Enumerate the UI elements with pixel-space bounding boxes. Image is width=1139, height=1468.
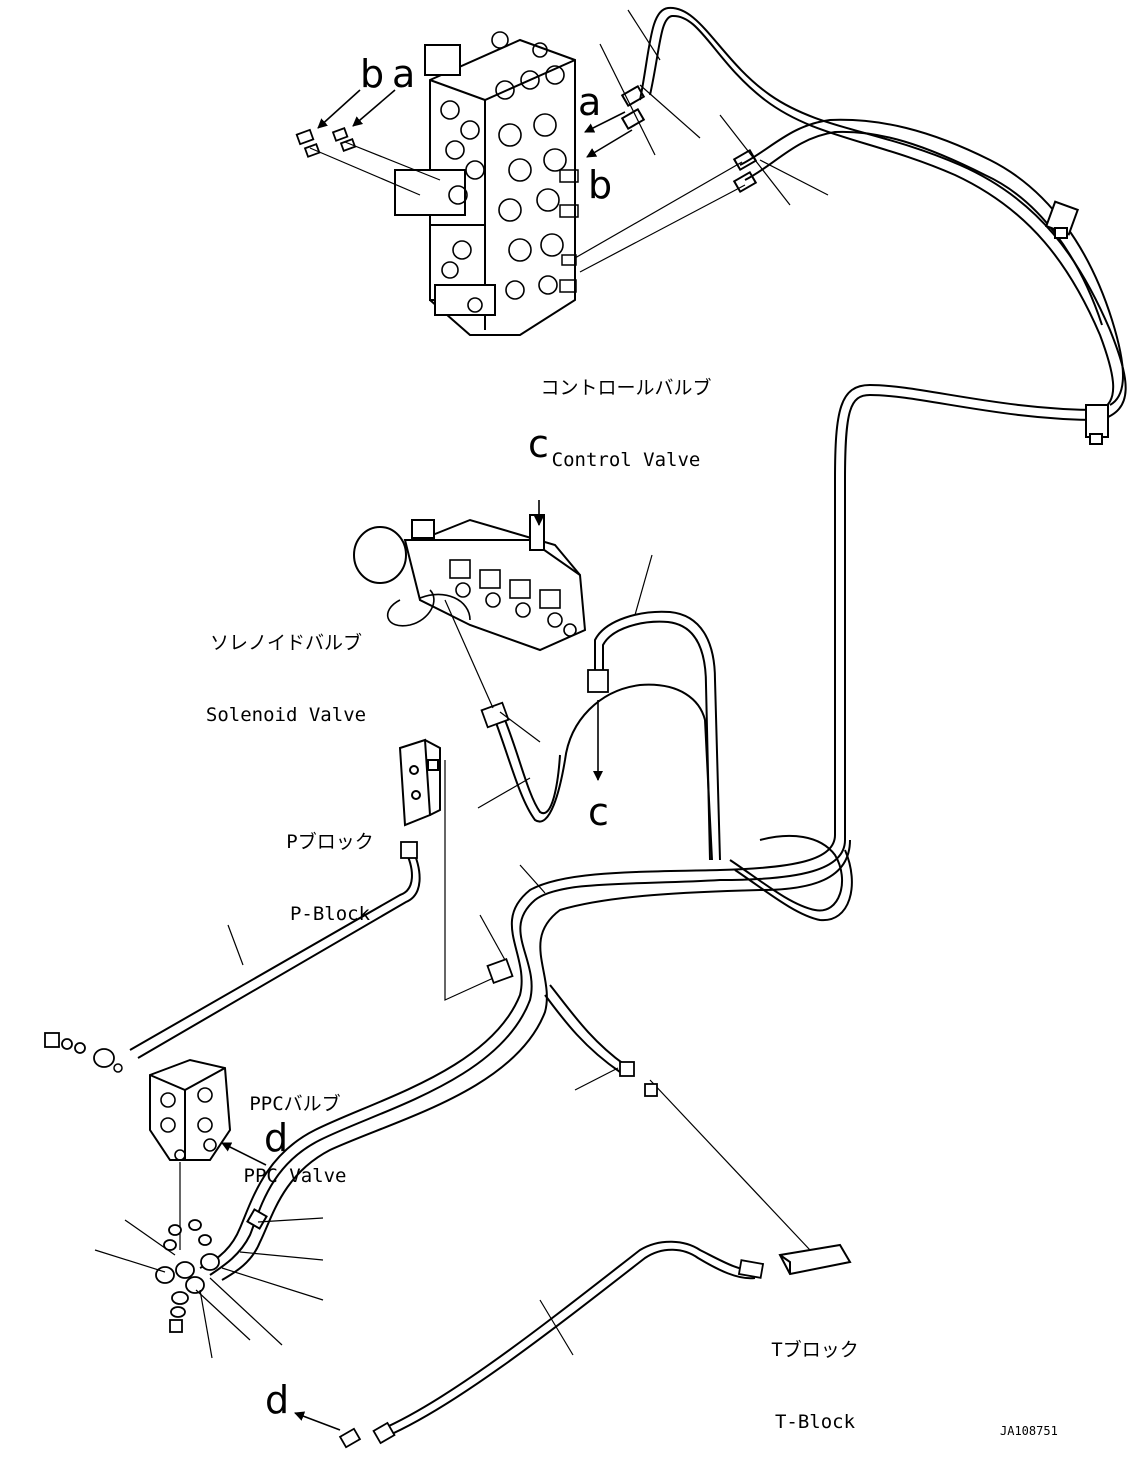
hose-end-fittings-a-b — [620, 84, 758, 194]
control-valve-label: コントロールバルブ Control Valve — [526, 328, 726, 520]
p-block-label-en: P-Block — [289, 903, 371, 925]
ref-letter-b-right: b — [588, 163, 613, 207]
hose-solenoid-down — [494, 683, 713, 861]
ref-letter-a-top: a — [392, 52, 416, 96]
arrow-b-top — [317, 89, 361, 129]
arrow-d-right — [221, 1142, 267, 1166]
ppc-connection-fittings — [155, 1219, 220, 1333]
leader-solenoid — [444, 554, 653, 809]
t-block-label-en: T-Block — [774, 1411, 856, 1433]
p-block-hose-leader — [227, 924, 244, 966]
ppc-leader — [113, 1063, 181, 1250]
arrow-a-right — [584, 111, 626, 133]
p-block-drawing — [398, 738, 441, 827]
ref-letter-c-bottom: c — [588, 790, 609, 834]
p-block-label: Pブロック P-Block — [270, 782, 390, 974]
control-valve-drawing — [394, 31, 579, 336]
ref-letter-d-right: d — [264, 1116, 289, 1160]
control-valve-label-en: Control Valve — [551, 449, 701, 471]
t-block-hose — [379, 1240, 756, 1438]
p-block-label-ja: Pブロック — [286, 831, 374, 853]
hose-clamps — [246, 200, 1109, 1230]
control-valve-label-ja: コントロールバルブ — [540, 377, 712, 399]
solenoid-valve-drawing — [353, 514, 587, 652]
t-hose-nut — [619, 1061, 658, 1097]
ppc-valve-label: PPCバルブ PPC Valve — [230, 1044, 360, 1236]
ref-letter-b-top: b — [360, 52, 385, 96]
hose-bundle-to-t — [544, 984, 626, 1073]
arrow-a-top — [352, 89, 396, 127]
ref-letter-a-right: a — [578, 80, 602, 124]
ppc-valve-drawing — [149, 1058, 232, 1161]
ref-letter-c-top: c — [528, 422, 549, 466]
ppc-valve-label-en: PPC Valve — [243, 1165, 347, 1187]
solenoid-valve-label: ソレノイドバルブ Solenoid Valve — [186, 583, 386, 775]
hose-solenoid-to-bundle — [594, 610, 721, 861]
ppc-valve-label-ja: PPCバルブ — [249, 1093, 341, 1115]
fitting-c-lower — [587, 669, 609, 693]
drawing-code: JA108751 — [1000, 1424, 1058, 1438]
misc-leaders — [479, 864, 619, 1091]
arrow-d-bottom — [294, 1411, 341, 1431]
ppc-bottom-leaders — [94, 1217, 324, 1359]
main-hose-bundle — [199, 6, 1127, 1281]
t-block-leaders — [539, 1079, 811, 1356]
hose-loop-right — [729, 834, 853, 922]
leader-lines-cv-left — [309, 141, 441, 196]
solenoid-valve-label-ja: ソレノイドバルブ — [209, 632, 362, 654]
p-block-hose-fittings — [44, 841, 418, 1068]
solenoid-valve-label-en: Solenoid Valve — [205, 704, 367, 726]
control-valve-left-fittings — [295, 127, 357, 158]
arrow-b-right — [586, 129, 633, 158]
t-block-hose-fittings — [338, 1259, 765, 1449]
t-block-drawing — [778, 1243, 852, 1276]
t-block-label-ja: Tブロック — [771, 1339, 859, 1361]
fitting-bundle-elbow — [486, 957, 514, 985]
reference-arrows — [221, 89, 633, 1431]
ref-letter-d-bottom: d — [265, 1378, 290, 1422]
p-block-leader — [444, 760, 501, 1001]
t-block-label: Tブロック T-Block — [755, 1290, 875, 1468]
